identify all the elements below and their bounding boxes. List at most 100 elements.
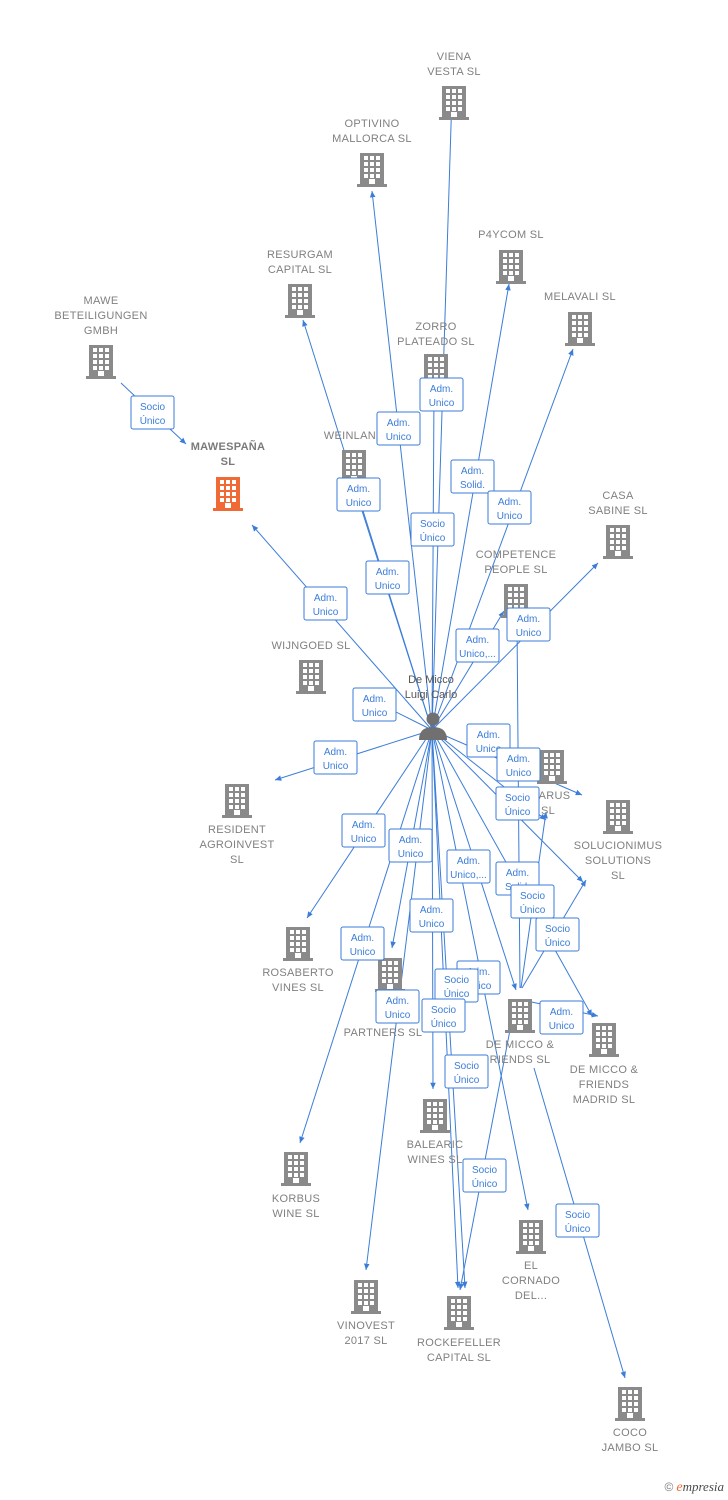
building-icon (222, 784, 252, 818)
edge-role-label[interactable]: Adm.Unico (388, 828, 433, 863)
edge-label-text: Adm.Unico (385, 996, 411, 1021)
edge-label-line: Socio (454, 1061, 479, 1072)
edge-label-line: Unico (313, 607, 339, 618)
edge-label-text: Adm.Unico (516, 614, 542, 639)
company-label-line: SOLUTIONS (585, 855, 651, 867)
edge-role-label[interactable]: Adm.Unico (341, 813, 386, 848)
company-label-line: DE MICCO & (486, 1039, 555, 1051)
person-label-line: De Micco (408, 674, 454, 686)
company-label-line: MALLORCA SL (332, 133, 412, 145)
building-icon (603, 800, 633, 834)
company-label-line: CAPITAL SL (268, 264, 332, 276)
edge-label-line: Adm. (324, 747, 347, 758)
edge-label-box (450, 459, 495, 494)
relation-edge (251, 524, 433, 731)
company-node-wijngoed[interactable]: WIJNGOED SL (271, 640, 350, 694)
company-node-weinland[interactable]: WEINLAND (324, 430, 384, 484)
company-node-demicco[interactable]: DE MICCO &RIENDS SL (486, 999, 555, 1066)
company-label-line: FRIENDS (579, 1079, 629, 1091)
edge-role-label[interactable]: Adm.Unico (352, 687, 397, 722)
edge-label-text: Adm.Solid. (460, 466, 485, 491)
company-label-line: BETEILIGUNGEN (54, 310, 147, 322)
company-label-line: SABINE SL (588, 505, 648, 517)
edge-role-label[interactable]: Adm.Unico (419, 377, 464, 412)
edge-role-label[interactable]: Adm.Unico (340, 926, 385, 961)
edge-role-label[interactable]: Adm.Unico (506, 607, 551, 642)
edge-role-label[interactable]: Adm. Unico (365, 560, 410, 595)
company-label-line: EL (524, 1260, 538, 1272)
edge-role-label[interactable]: Adm.Unico (336, 477, 381, 512)
edge-role-label[interactable]: Adm.Unico (539, 1000, 584, 1035)
company-label-line: WEINLAND (324, 430, 384, 442)
edge-label-text: Adm.Unico (549, 1007, 575, 1032)
edge-role-label[interactable]: Adm.Unico (496, 747, 541, 782)
edge-label-line: Unico (375, 581, 401, 592)
company-label-line: VIENA (437, 51, 472, 63)
edge-role-label[interactable]: Adm.Unico (303, 586, 348, 621)
edge-label-box (535, 917, 580, 952)
edge-role-label[interactable]: Adm. Unico (409, 898, 454, 933)
company-label: DE MICCO &RIENDS SL (486, 1039, 555, 1066)
company-node-p4ycom[interactable]: P4YCOM SL (478, 229, 544, 284)
edge-role-label[interactable]: Adm.Unico (375, 989, 420, 1024)
edge-label-line: Socio (420, 519, 445, 530)
company-node-melavali[interactable]: MELAVALI SL (544, 291, 616, 346)
edge-label-line: Único (545, 936, 571, 949)
company-label-line: COMPETENCE (476, 549, 557, 561)
edge-label-line: Adm. (420, 905, 443, 916)
edge-label-line: Unico,... (459, 649, 496, 660)
edge-label-line: Adm. (506, 868, 529, 879)
edge-role-label[interactable]: Adm.Unico,... (455, 628, 500, 663)
edge-role-label[interactable]: Adm.Unico,... (446, 849, 491, 884)
edge-label-line: Unico (419, 919, 445, 930)
edge-label-line: Único (431, 1017, 457, 1030)
edge-role-label[interactable]: Adm. Unico (313, 740, 358, 775)
edge-label-line: Adm. (376, 567, 399, 578)
edge-role-label[interactable]: Adm.Unico (376, 411, 421, 446)
relation-edge (431, 391, 437, 731)
brand-watermark: ©empresia (665, 1479, 724, 1496)
edge-role-label[interactable]: Adm.Unico (487, 490, 532, 525)
edge-role-label[interactable]: Adm.Solid. (450, 459, 495, 494)
edge-label-text: Adm.Unico (497, 497, 523, 522)
company-label-line: VINOVEST (337, 1320, 395, 1332)
building-icon (420, 1099, 450, 1133)
edge-label-line: Unico (323, 761, 349, 772)
company-label-line: KORBUS (272, 1193, 320, 1205)
edge-label-box (555, 1203, 600, 1238)
edge-label-box (446, 849, 491, 884)
